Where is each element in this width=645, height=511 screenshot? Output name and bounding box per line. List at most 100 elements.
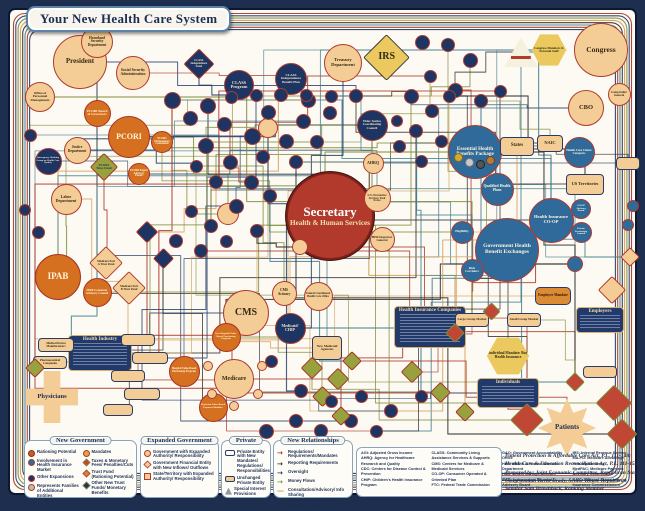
node-eligibility: Eligibility — [450, 220, 474, 244]
legend-marker-icon — [28, 450, 35, 457]
node-entity — [216, 116, 232, 132]
legend-marker-icon — [143, 460, 152, 469]
node-entity — [194, 244, 208, 258]
node-qualified-health-plans: Qualified Health Plans — [480, 172, 514, 206]
abbreviation-entry: PCORI: Patient-Centered Outcomes Researc… — [643, 451, 645, 461]
node-entity — [184, 204, 198, 218]
legend-marker-icon — [28, 459, 35, 466]
node-entity — [198, 138, 214, 154]
node-entity — [263, 189, 277, 203]
legend-title: New Government — [49, 436, 112, 445]
abbreviation-entry: AHRQ: Agency for Healthcare Research and… — [361, 456, 415, 466]
abbreviation-entry: IRS: Internal Revenue Service — [572, 451, 627, 455]
node-entity — [23, 128, 37, 142]
node-states: States — [500, 136, 534, 156]
node-physicians: Physicians — [26, 371, 78, 423]
node-health-care-choice-compacts: Health Care Choice Compacts — [563, 136, 595, 168]
legend-item: Involvement in Health Insurance Market — [28, 458, 80, 474]
node-entity — [250, 224, 264, 238]
node-small-group-market: Small Group Market — [507, 313, 541, 327]
node-entity — [441, 38, 455, 52]
abbreviation-entry: FTC: Federal Trade Commission — [431, 482, 490, 487]
node-entity — [414, 34, 430, 50]
node-us-preventive-services-task-force: U.S. Preventive Services Task Force — [363, 184, 391, 212]
legend-item: Private Entity with New Mandates/ Regula… — [225, 449, 270, 475]
node-employer-mandate: Employer Mandate — [535, 287, 571, 305]
node-entity — [392, 139, 406, 153]
node-entity — [326, 367, 350, 391]
node-entity — [207, 389, 217, 399]
legend-marker-icon — [225, 476, 235, 483]
node-entity — [510, 403, 544, 437]
node-entity — [257, 361, 267, 371]
node-entity — [243, 174, 259, 190]
node-entity — [274, 88, 288, 102]
legend-item: Government Financial Entity with New Inf… — [143, 460, 216, 471]
node-office-of-personnel-management: Office of Personnel Management — [25, 82, 55, 112]
node-entity — [323, 106, 337, 120]
legend-marker-icon: → — [277, 478, 283, 487]
legend-marker-icon — [28, 475, 35, 483]
node-individual-mandate-buy-health-insurance: Individual Mandate: Buy Health Insurance — [486, 337, 530, 375]
legend-item: Unchanged Private Entity — [225, 475, 270, 486]
node-entity — [616, 156, 640, 170]
legend-marker-icon — [81, 458, 91, 467]
legend-title: New Relationships — [280, 436, 346, 445]
node-entity — [324, 394, 338, 408]
node-entity — [258, 423, 274, 439]
node-pcori-methodology-committee: PCORI Methodology Committee — [151, 131, 173, 153]
node-entity — [595, 384, 633, 422]
node-congress: Congress — [574, 23, 628, 77]
node-us-territories: US Territories — [566, 173, 604, 195]
node-entity — [169, 234, 183, 248]
node-entity — [229, 401, 239, 411]
node-ahrq: AHRQ — [362, 152, 384, 174]
abbreviation-entry: CHIP: Children's Health Insurance Progra… — [361, 477, 423, 487]
node-physician-value-based-payment-modifier: Physician Value-Based Payment Modifier — [198, 392, 228, 422]
node-entity — [19, 204, 31, 216]
node-entity — [121, 334, 155, 346]
node-cms: CMS — [223, 290, 269, 336]
legend-item: Represents Families of Additional Entiti… — [28, 483, 80, 499]
legend-title: Expanded Government — [140, 436, 219, 445]
node-entity — [384, 404, 398, 418]
legend-item: Special Interest Provisions — [225, 486, 270, 497]
legend-marker-icon — [225, 487, 232, 495]
node-entity — [200, 98, 216, 114]
node-entity — [425, 104, 439, 118]
node-entity — [253, 389, 263, 399]
node-government-health-benefit-exchanges: Government Health Benefit Exchanges — [475, 218, 539, 282]
node-entity — [403, 88, 419, 104]
node-entity — [258, 118, 278, 138]
node-entity — [400, 360, 424, 384]
legend-item: State/Territory with Expanded Authority/… — [144, 471, 216, 482]
node-entity — [409, 124, 423, 138]
node-entity — [414, 154, 428, 168]
legend-item: Other New Trust Funds/ Monetary Benefits — [81, 480, 135, 496]
abbreviation-entry: HSA: Health Savings Account — [502, 472, 556, 477]
legend-marker-icon: → — [277, 449, 283, 457]
node-new-medicaid-agencies: New Medicaid Agencies — [312, 336, 342, 360]
node-social-security-administration: Social Security Administration — [116, 56, 150, 90]
node-entity — [627, 200, 639, 212]
legend-box-3: New Relationships→Regulations/ Requireme… — [273, 436, 353, 508]
node-entity — [163, 91, 181, 109]
legend-item: Trust Fund (Rationing Potential) — [81, 469, 135, 480]
node-entity — [203, 361, 213, 371]
legend-marker-icon — [144, 450, 151, 457]
abbreviation-entry: PPS: Prospective Payment System — [643, 461, 645, 466]
node-entity — [31, 225, 45, 239]
node-employers: Employers — [576, 307, 624, 333]
node-entity — [474, 94, 488, 108]
node-large-group-market: Large Group Market — [455, 313, 489, 327]
node-entity — [124, 388, 160, 400]
node-entity — [289, 155, 303, 169]
node-entity — [228, 198, 244, 214]
node-pcori-trust-fund: PCORI Trust Fund — [89, 152, 119, 182]
legend-item: Other Expansions — [28, 474, 80, 483]
attribution-line: Prepared by: Joint Economic Committee, R… — [505, 469, 639, 476]
